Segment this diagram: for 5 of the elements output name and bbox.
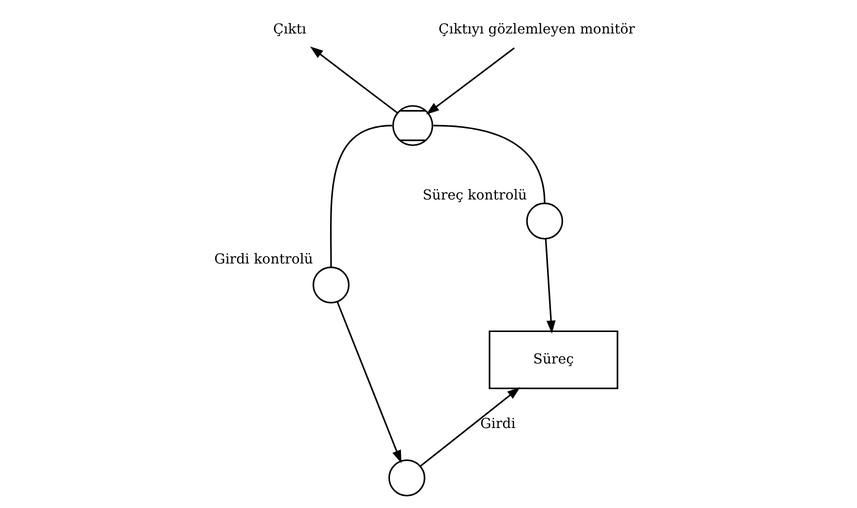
node-text: Çıktı bbox=[272, 22, 306, 38]
node-label: Girdi kontrolü bbox=[214, 252, 313, 268]
node-text: Çıktıyı gözlemleyen monitör bbox=[438, 22, 635, 38]
node-label: Süreç kontrolü bbox=[422, 188, 526, 204]
edge-label: Girdi bbox=[480, 416, 515, 432]
